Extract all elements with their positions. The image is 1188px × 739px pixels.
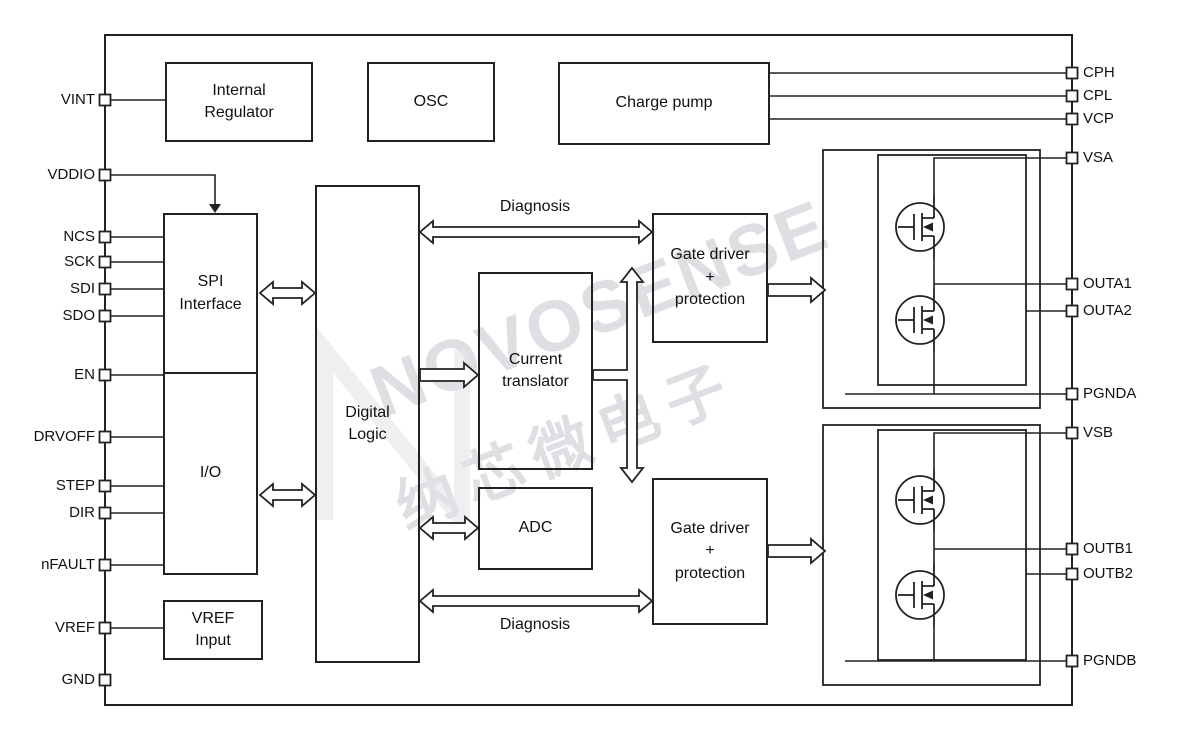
block-gate-driver-a: Gate driver + protection bbox=[652, 213, 768, 343]
mosfet-b-low-icon bbox=[895, 562, 945, 628]
half-bridge-b bbox=[822, 424, 1041, 686]
diagnosis-top-arrow bbox=[418, 219, 654, 245]
pin-en bbox=[98, 368, 112, 382]
pin-label-outa2: OUTA2 bbox=[1083, 302, 1132, 319]
block-spi-interface: SPI Interface bbox=[165, 215, 256, 374]
pin-pgndb bbox=[1065, 654, 1079, 668]
pin-label-drvoff: DRVOFF bbox=[33, 428, 95, 445]
block-io: I/O bbox=[199, 464, 222, 482]
vddio-arrowhead bbox=[209, 204, 221, 213]
pin-label-vcp: VCP bbox=[1083, 110, 1114, 127]
half-bridge-b-outer-box bbox=[822, 424, 1041, 686]
pin-label-cpl: CPL bbox=[1083, 87, 1113, 104]
block-charge-pump: Charge pump bbox=[558, 62, 770, 145]
pin-cph bbox=[1065, 66, 1079, 80]
wires bbox=[110, 72, 1067, 662]
block-spi-io: SPI Interface I/O bbox=[163, 213, 258, 575]
half-bridge-a bbox=[822, 149, 1041, 409]
pin-label-vint: VINT bbox=[60, 91, 95, 108]
pin-sdi bbox=[98, 282, 112, 296]
half-bridge-a-inner-box bbox=[877, 154, 1027, 386]
mosfet-a-high-icon bbox=[895, 194, 945, 260]
block-osc: OSC bbox=[367, 62, 495, 142]
half-bridge-b-inner-box bbox=[877, 429, 1027, 661]
block-internal-regulator: Internal Regulator bbox=[165, 62, 313, 142]
pin-vint bbox=[98, 93, 112, 107]
vsb-wire bbox=[933, 432, 1067, 468]
pin-label-ncs: NCS bbox=[63, 228, 95, 245]
pin-label-vsb: VSB bbox=[1083, 424, 1114, 441]
pin-sck bbox=[98, 255, 112, 269]
pin-outa1 bbox=[1065, 277, 1079, 291]
pin-label-pgnda: PGNDA bbox=[1083, 385, 1137, 402]
mosfet-b-high-icon bbox=[895, 467, 945, 533]
pin-ncs bbox=[98, 230, 112, 244]
pin-vcp bbox=[1065, 112, 1079, 126]
pin-nfault bbox=[98, 558, 112, 572]
pin-label-vddio: VDDIO bbox=[47, 166, 95, 183]
block-current-translator: Current translator bbox=[478, 272, 593, 470]
pin-vsa bbox=[1065, 151, 1079, 165]
pin-squares bbox=[98, 66, 1079, 687]
pin-label-cph: CPH bbox=[1083, 64, 1115, 81]
block-adc: ADC bbox=[478, 487, 593, 570]
pin-gnd bbox=[98, 673, 112, 687]
pin-label-vref: VREF bbox=[54, 619, 95, 636]
gate-driver-b-output-arrow bbox=[767, 537, 827, 565]
vsa-wire bbox=[933, 157, 1067, 195]
pin-label-sdo: SDO bbox=[62, 307, 95, 324]
pin-vsb bbox=[1065, 426, 1079, 440]
diagnosis-bottom-label: Diagnosis bbox=[499, 616, 571, 633]
half-bridge-a-outer-box bbox=[822, 149, 1041, 409]
pin-outb2 bbox=[1065, 567, 1079, 581]
pin-label-vsa: VSA bbox=[1083, 149, 1114, 166]
diagnosis-top-label: Diagnosis bbox=[499, 198, 571, 215]
pin-pgnda bbox=[1065, 387, 1079, 401]
pin-label-sck: SCK bbox=[64, 253, 95, 270]
block-vref-input: VREF Input bbox=[163, 600, 263, 660]
pin-outa2 bbox=[1065, 304, 1079, 318]
vddio-wire bbox=[110, 174, 216, 205]
watermark-logo bbox=[317, 327, 470, 543]
pin-drvoff bbox=[98, 430, 112, 444]
pin-label-outb2: OUTB2 bbox=[1083, 565, 1134, 582]
pin-label-outb1: OUTB1 bbox=[1083, 540, 1134, 557]
io-digital-arrow bbox=[258, 482, 317, 508]
adc-digital-arrow bbox=[418, 515, 480, 541]
pin-sdo bbox=[98, 309, 112, 323]
pin-dir bbox=[98, 506, 112, 520]
pin-vref bbox=[98, 621, 112, 635]
mosfet-a-low-icon bbox=[895, 287, 945, 353]
pin-label-sdi: SDI bbox=[69, 280, 95, 297]
pin-label-pgndb: PGNDB bbox=[1083, 652, 1137, 669]
pin-label-outa1: OUTA1 bbox=[1083, 275, 1132, 292]
pin-label-step: STEP bbox=[55, 477, 95, 494]
block-gate-driver-b: Gate driver + protection bbox=[652, 478, 768, 625]
pin-outb1 bbox=[1065, 542, 1079, 556]
spi-digital-arrow bbox=[258, 280, 317, 306]
pin-label-gnd: GND bbox=[61, 671, 95, 688]
pin-label-en: EN bbox=[74, 366, 95, 383]
current-translator-branch-arrow bbox=[592, 266, 645, 484]
pin-step bbox=[98, 479, 112, 493]
pin-label-dir: DIR bbox=[69, 504, 95, 521]
diagnosis-bottom-arrow bbox=[418, 588, 654, 614]
block-digital-logic: Digital Logic bbox=[315, 185, 420, 663]
digital-to-current-translator-arrow bbox=[419, 361, 480, 389]
pin-vddio bbox=[98, 168, 112, 182]
gate-driver-a-output-arrow bbox=[767, 276, 827, 304]
pin-label-nfault: nFAULT bbox=[41, 556, 95, 573]
pin-cpl bbox=[1065, 89, 1079, 103]
